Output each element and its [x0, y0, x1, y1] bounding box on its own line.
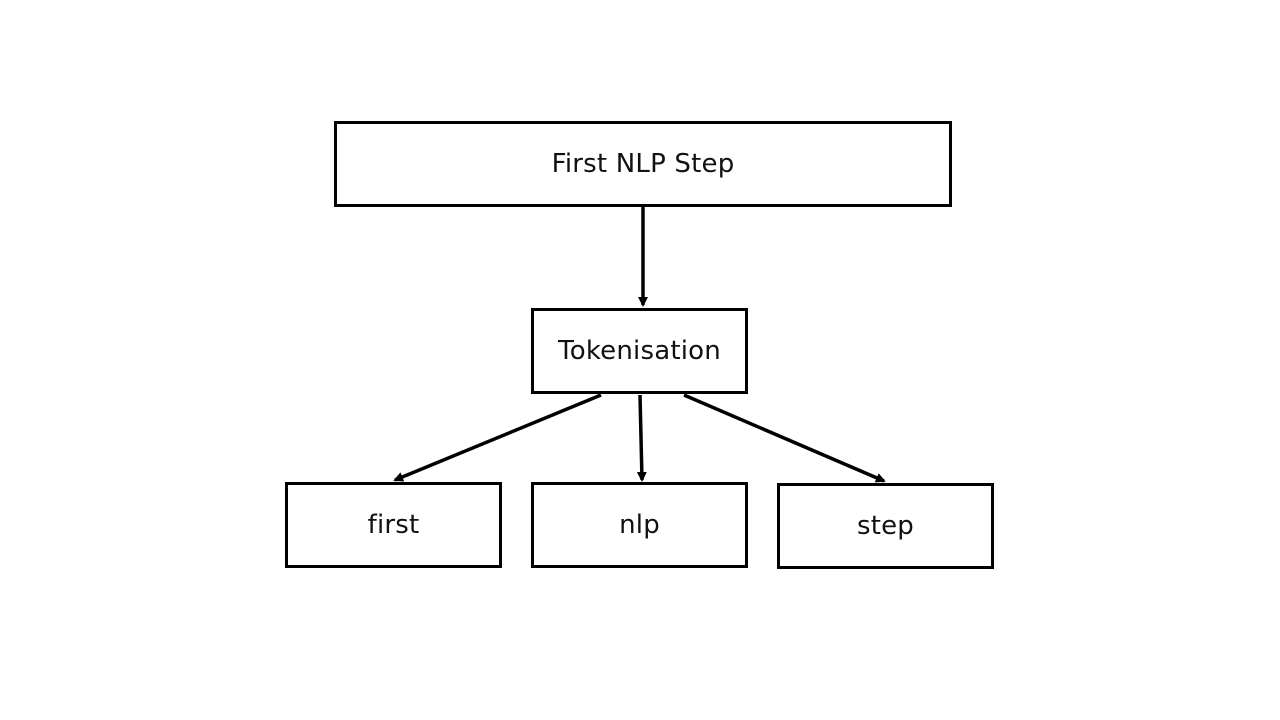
node-token-first: first [285, 482, 502, 568]
edge-tokenisation-to-first [393, 393, 602, 482]
node-token-step: step [777, 483, 994, 569]
node-label: Tokenisation [558, 336, 721, 366]
node-label: step [856, 511, 915, 541]
node-token-nlp: nlp [531, 482, 748, 568]
node-first-nlp-step: First NLP Step [334, 121, 952, 207]
node-label: first [367, 510, 420, 540]
node-label: nlp [619, 510, 660, 540]
node-label: First NLP Step [551, 149, 735, 179]
edge-tokenisation-to-nlp [636, 394, 647, 482]
node-tokenisation: Tokenisation [531, 308, 748, 394]
edge-tokenisation-to-step [683, 393, 886, 483]
